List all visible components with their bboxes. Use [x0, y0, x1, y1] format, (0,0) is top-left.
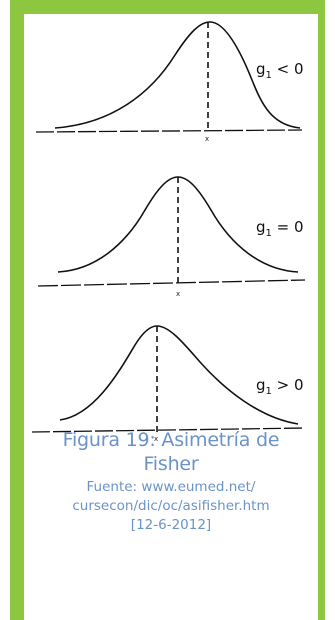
- label-g1-positive: g1 > 0: [256, 376, 304, 397]
- curve-positive-skew: [59, 325, 299, 425]
- figure-panel: [24, 14, 318, 620]
- caption-source-line3: [12-6-2012]: [130, 517, 212, 533]
- caption-title-line1: Figura 19: Asimetría de: [62, 429, 280, 451]
- caption-title-line2: Fisher: [143, 453, 199, 475]
- tick-label: x: [205, 135, 209, 143]
- baseline: [37, 279, 306, 287]
- baseline: [31, 427, 306, 433]
- caption-source-line1: Fuente: www.eumed.net/: [86, 479, 256, 495]
- label-g1-negative: g1 < 0: [256, 60, 304, 81]
- tick-label: x: [176, 290, 180, 298]
- label-g1-zero: g1 = 0: [256, 218, 304, 239]
- panel-negative-skew: x g1 < 0: [35, 21, 304, 143]
- panel-zero-skew: x g1 = 0: [37, 176, 306, 298]
- figure-caption: Figura 19: Asimetría de Fisher Fuente: w…: [24, 428, 318, 535]
- baseline: [35, 129, 303, 133]
- tick-label: x: [154, 435, 158, 443]
- panel-positive-skew: x g1 > 0: [31, 325, 306, 443]
- caption-source-line2: cursecon/dic/oc/asifisher.htm: [72, 498, 270, 514]
